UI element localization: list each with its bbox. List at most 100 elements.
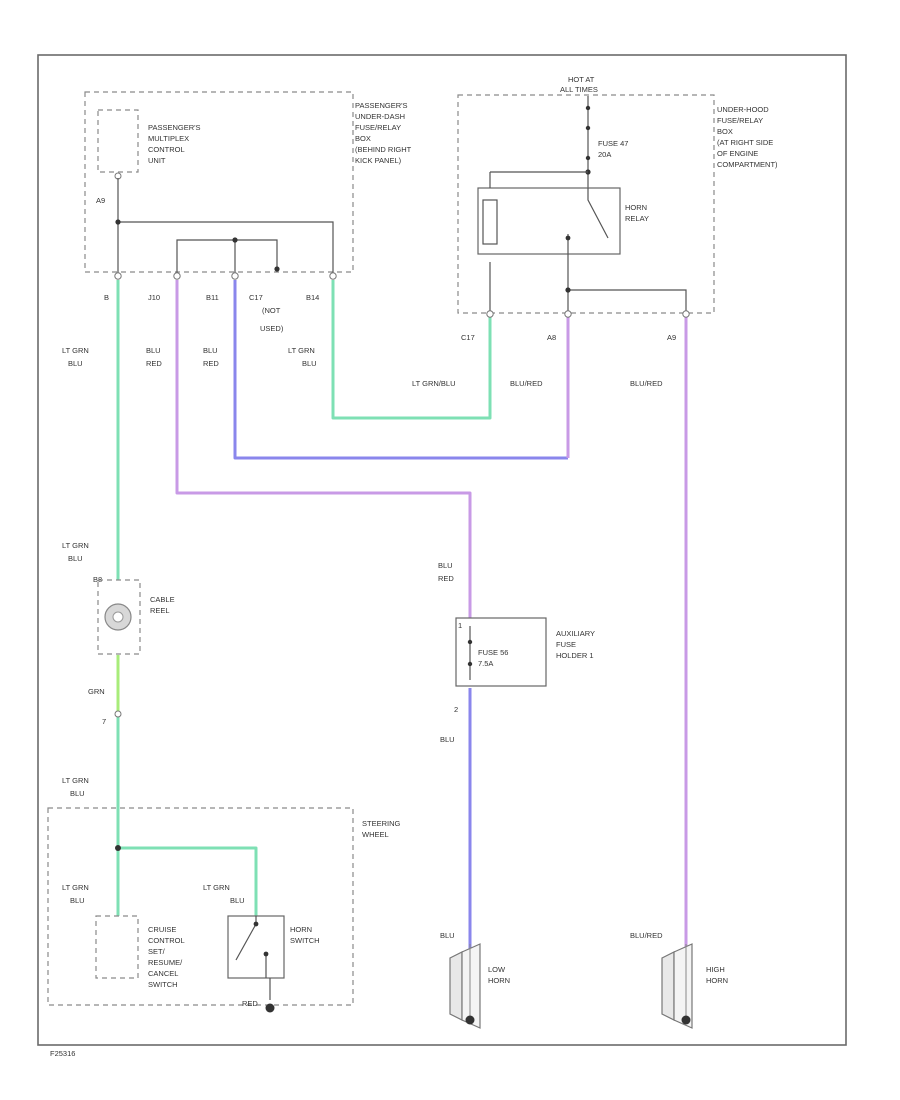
wire-labels-upper: LT GRN BLU BLU RED BLU RED LT GRN BLU LT… [62, 346, 663, 388]
svg-text:RED: RED [146, 359, 162, 368]
svg-text:WHEEL: WHEEL [362, 830, 389, 839]
svg-text:MULTIPLEX: MULTIPLEX [148, 134, 189, 143]
svg-text:LT GRN: LT GRN [203, 883, 230, 892]
svg-text:C17: C17 [249, 293, 263, 302]
wire-label-grn: GRN [88, 687, 105, 696]
svg-text:STEERING: STEERING [362, 819, 401, 828]
relay-internal [489, 171, 687, 314]
svg-text:HORN: HORN [290, 925, 312, 934]
svg-text:LT GRN: LT GRN [62, 883, 89, 892]
aux-pin-2: 2 [454, 705, 458, 714]
under-hood-fuse-box [457, 94, 715, 314]
diagram-frame [37, 54, 847, 1046]
svg-text:PASSENGER'S: PASSENGER'S [355, 101, 408, 110]
switch-terminal [253, 921, 259, 927]
aux-pin-1: 1 [458, 621, 462, 630]
svg-text:LT GRN: LT GRN [288, 346, 315, 355]
svg-text:FUSE: FUSE [556, 640, 576, 649]
wire-horn-switch-feed [118, 846, 258, 916]
pin-a9: A9 [96, 196, 105, 205]
svg-text:(NOT: (NOT [262, 306, 281, 315]
under-hood-box-label: UNDER-HOOD FUSE/RELAY BOX (AT RIGHT SIDE… [717, 105, 778, 169]
cable-reel-hub [112, 611, 124, 623]
wire-label-blu: BLU [440, 735, 455, 744]
fuse-56-label: FUSE 56 7.5A [478, 648, 508, 668]
svg-text:BLU: BLU [302, 359, 317, 368]
horn-relay-label: HORN RELAY [625, 203, 649, 223]
svg-text:BOX: BOX [717, 127, 733, 136]
fuse-terminal [467, 639, 473, 645]
svg-text:A9: A9 [667, 333, 676, 342]
horn-switch-label: HORN SWITCH [290, 925, 320, 945]
under-dash-fuse-box [84, 91, 354, 273]
auxiliary-fuse-holder [455, 617, 547, 687]
cruise-control-switch [95, 915, 139, 979]
svg-text:BLU: BLU [146, 346, 161, 355]
wires [116, 280, 688, 950]
under-dash-box-label: PASSENGER'S UNDER-DASH FUSE/RELAY BOX (B… [355, 101, 412, 165]
svg-text:RED: RED [438, 574, 454, 583]
svg-text:C17: C17 [461, 333, 475, 342]
cruise-switch-label: CRUISE CONTROL SET/ RESUME/ CANCEL SWITC… [148, 925, 185, 989]
svg-text:J10: J10 [148, 293, 160, 302]
under-hood-pins [486, 310, 690, 318]
high-horn [661, 943, 693, 1029]
svg-text:(BEHIND RIGHT: (BEHIND RIGHT [355, 145, 412, 154]
box-pin-labels: B J10 B11 C17 B14 [104, 293, 319, 302]
svg-text:BLU: BLU [438, 561, 453, 570]
svg-text:SET/: SET/ [148, 947, 166, 956]
svg-text:LOW: LOW [488, 965, 506, 974]
svg-text:HOLDER 1: HOLDER 1 [556, 651, 594, 660]
splice [115, 219, 121, 225]
svg-text:HORN: HORN [625, 203, 647, 212]
aux-fuse-wire-label: BLU RED [438, 561, 454, 583]
svg-text:BLU: BLU [230, 896, 245, 905]
wire-label-red: RED [242, 999, 258, 1008]
pin-b8: B8 [93, 575, 102, 584]
svg-text:CRUISE: CRUISE [148, 925, 176, 934]
pin-7: 7 [102, 717, 106, 726]
connector-pin [114, 710, 122, 718]
multiplex-control-unit [97, 109, 139, 173]
svg-text:RESUME/: RESUME/ [148, 958, 183, 967]
svg-text:B14: B14 [306, 293, 319, 302]
box-pins [114, 272, 337, 280]
svg-text:LT GRN/BLU: LT GRN/BLU [412, 379, 455, 388]
low-horn-label: LOW HORN [488, 965, 510, 985]
svg-text:BLU: BLU [70, 896, 85, 905]
wire-blu-red-j10 [175, 280, 472, 618]
steering-wheel-label: STEERING WHEEL [362, 819, 401, 839]
hot-at-all-times-label: HOT AT ALL TIMES [560, 75, 598, 94]
wire-blu-red-b11 [233, 280, 568, 460]
svg-text:HOT AT: HOT AT [568, 75, 595, 84]
svg-text:B11: B11 [206, 293, 219, 302]
svg-text:(AT RIGHT SIDE: (AT RIGHT SIDE [717, 138, 773, 147]
svg-text:AUXILIARY: AUXILIARY [556, 629, 595, 638]
svg-text:SWITCH: SWITCH [290, 936, 320, 945]
svg-text:FUSE 56: FUSE 56 [478, 648, 508, 657]
relay-coil [482, 199, 498, 245]
cable-reel [97, 579, 141, 655]
svg-text:HORN: HORN [706, 976, 728, 985]
svg-text:COMPARTMENT): COMPARTMENT) [717, 160, 778, 169]
svg-text:BLU: BLU [68, 554, 83, 563]
svg-text:OF ENGINE: OF ENGINE [717, 149, 758, 158]
fuse-47-label: FUSE 47 20A [598, 139, 628, 159]
splice [115, 845, 121, 851]
horn-switch-wire-label: LT GRN BLU [203, 883, 245, 905]
svg-text:FUSE/RELAY: FUSE/RELAY [717, 116, 763, 125]
wire-label-lower: LT GRN BLU [62, 776, 89, 798]
svg-text:CANCEL: CANCEL [148, 969, 178, 978]
svg-text:FUSE 47: FUSE 47 [598, 139, 628, 148]
svg-text:FUSE/RELAY: FUSE/RELAY [355, 123, 401, 132]
figure-id: F25316 [50, 1049, 75, 1058]
svg-text:7.5A: 7.5A [478, 659, 493, 668]
not-used-label: (NOT USED) [260, 306, 284, 333]
cruise-wire-label: LT GRN BLU [62, 883, 89, 905]
fuse-terminal [467, 661, 473, 667]
svg-text:UNIT: UNIT [148, 156, 166, 165]
svg-text:BLU: BLU [70, 789, 85, 798]
svg-text:BLU/RED: BLU/RED [510, 379, 543, 388]
svg-text:UNDER-HOOD: UNDER-HOOD [717, 105, 769, 114]
